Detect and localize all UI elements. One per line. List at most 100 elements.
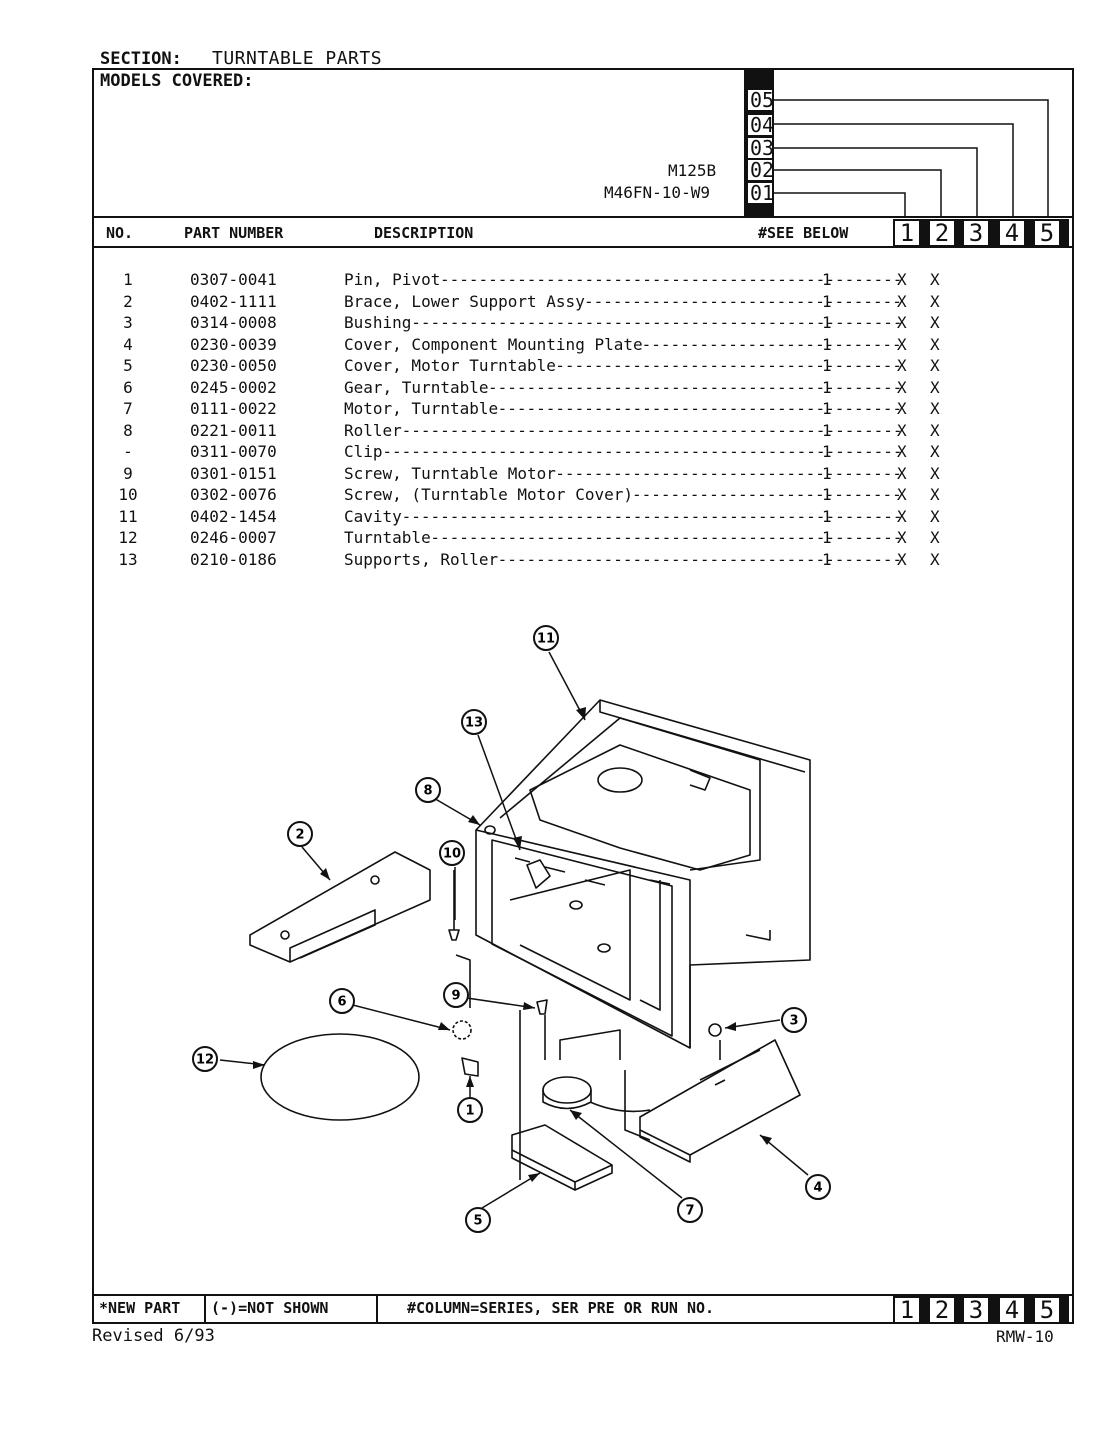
part-no: 6 bbox=[123, 377, 133, 397]
footer-new-part: *NEW PART bbox=[99, 1299, 181, 1317]
page-code: RMW-10 bbox=[996, 1327, 1054, 1346]
column-1-mark: X bbox=[897, 442, 907, 461]
callout-number: 10 bbox=[443, 847, 461, 862]
part-number: 0402-1111 bbox=[190, 291, 277, 311]
dotted-leader: ----------------------------------------… bbox=[440, 270, 903, 289]
part-quantity: 1 bbox=[822, 549, 832, 569]
column-1-mark: X bbox=[897, 463, 907, 483]
footer-column-box-2: 2 bbox=[928, 1296, 964, 1324]
callout-number: 1 bbox=[465, 1104, 474, 1119]
column-1-mark: X bbox=[897, 334, 907, 354]
part-number: 0311-0070 bbox=[190, 442, 277, 461]
column-2-mark: X bbox=[930, 291, 940, 311]
column-2-mark: X bbox=[930, 399, 940, 418]
section-label: SECTION: bbox=[100, 49, 182, 69]
part-number: 0307-0041 bbox=[190, 270, 277, 289]
part-quantity: 1 bbox=[822, 334, 832, 354]
series-code-05: 05 bbox=[746, 88, 774, 112]
parts-sheet-frame bbox=[92, 68, 1074, 1324]
column-2-mark: X bbox=[930, 549, 940, 569]
column-box-2: 2 bbox=[928, 219, 964, 247]
part-description: Screw, Turntable Motor bbox=[344, 463, 556, 483]
column-2-mark: X bbox=[930, 442, 940, 461]
column-2-mark: X bbox=[930, 463, 940, 483]
callout-number: 12 bbox=[196, 1053, 214, 1068]
dotted-leader: --------------------------------- bbox=[584, 291, 902, 311]
series-code-01: 01 bbox=[746, 181, 774, 205]
column-2-mark: X bbox=[930, 377, 940, 397]
part-quantity: 1 bbox=[822, 313, 832, 332]
callout-circle bbox=[465, 1207, 491, 1233]
part-description: Cover, Component Mounting Plate bbox=[344, 334, 643, 354]
part-quantity: 1 bbox=[822, 420, 832, 440]
part-number: 0402-1454 bbox=[190, 506, 277, 526]
model-name: M46FN-10-W9 bbox=[604, 183, 710, 202]
dotted-leader: ----------------------------------------… bbox=[411, 313, 903, 332]
callout-circle bbox=[415, 777, 441, 803]
callout-circle bbox=[443, 982, 469, 1008]
turntable-outline bbox=[260, 1033, 420, 1121]
footer-divider bbox=[204, 1294, 206, 1324]
callout-circle bbox=[533, 625, 559, 651]
part-quantity: 1 bbox=[822, 528, 832, 547]
dotted-leader: ------------------------------------ bbox=[555, 356, 902, 375]
column-1-mark: X bbox=[897, 399, 907, 418]
header-no: NO. bbox=[106, 224, 134, 242]
dotted-leader: ----------------------------------------… bbox=[488, 377, 903, 397]
dotted-leader: ---------------------------- bbox=[632, 485, 902, 504]
part-no: - bbox=[123, 442, 133, 461]
footer-column-note: #COLUMN=SERIES, SER PRE OR RUN NO. bbox=[407, 1299, 715, 1317]
callout-circle bbox=[805, 1174, 831, 1200]
callout-number: 5 bbox=[473, 1214, 482, 1229]
column-2-mark: X bbox=[930, 334, 940, 354]
column-1-mark: X bbox=[897, 377, 907, 397]
callout-circle bbox=[439, 840, 465, 866]
callout-circle bbox=[287, 821, 313, 847]
dotted-leader: ----------------------------------------… bbox=[430, 528, 903, 547]
part-number: 0221-0011 bbox=[190, 420, 277, 440]
column-box-3: 3 bbox=[962, 219, 998, 247]
part-no: 13 bbox=[118, 549, 138, 569]
column-1-mark: X bbox=[897, 291, 907, 311]
column-2-mark: X bbox=[930, 420, 940, 440]
part-number: 0230-0050 bbox=[190, 356, 277, 375]
part-description: Screw, (Turntable Motor Cover) bbox=[344, 485, 633, 504]
part-no: 5 bbox=[123, 356, 133, 375]
part-no: 11 bbox=[118, 506, 138, 526]
part-description: Supports, Roller bbox=[344, 549, 499, 569]
part-quantity: 1 bbox=[822, 506, 832, 526]
column-2-mark: X bbox=[930, 270, 940, 289]
dotted-leader: --------------------------- bbox=[641, 334, 902, 354]
part-quantity: 1 bbox=[822, 270, 832, 289]
table-header-top-rule bbox=[92, 216, 1074, 218]
header-divider-vertical bbox=[744, 70, 746, 218]
callout-circle bbox=[329, 988, 355, 1014]
part-quantity: 1 bbox=[822, 442, 832, 461]
part-description: Clip bbox=[344, 442, 383, 461]
part-description: Turntable bbox=[344, 528, 431, 547]
part-no: 8 bbox=[123, 420, 133, 440]
part-number: 0301-0151 bbox=[190, 463, 277, 483]
header-see-below: #SEE BELOW bbox=[758, 224, 849, 242]
part-description: Cavity bbox=[344, 506, 402, 526]
footer-top-rule bbox=[92, 1294, 1074, 1296]
callout-number: 13 bbox=[465, 716, 483, 731]
footer-column-box-5: 5 bbox=[1033, 1296, 1069, 1324]
part-no: 3 bbox=[123, 313, 133, 332]
series-code-04: 04 bbox=[746, 113, 774, 137]
callout-number: 6 bbox=[337, 995, 346, 1010]
part-quantity: 1 bbox=[822, 485, 832, 504]
models-covered-label: MODELS COVERED: bbox=[100, 71, 254, 91]
dotted-leader: ----------------------------------------… bbox=[401, 506, 903, 526]
column-1-mark: X bbox=[897, 549, 907, 569]
